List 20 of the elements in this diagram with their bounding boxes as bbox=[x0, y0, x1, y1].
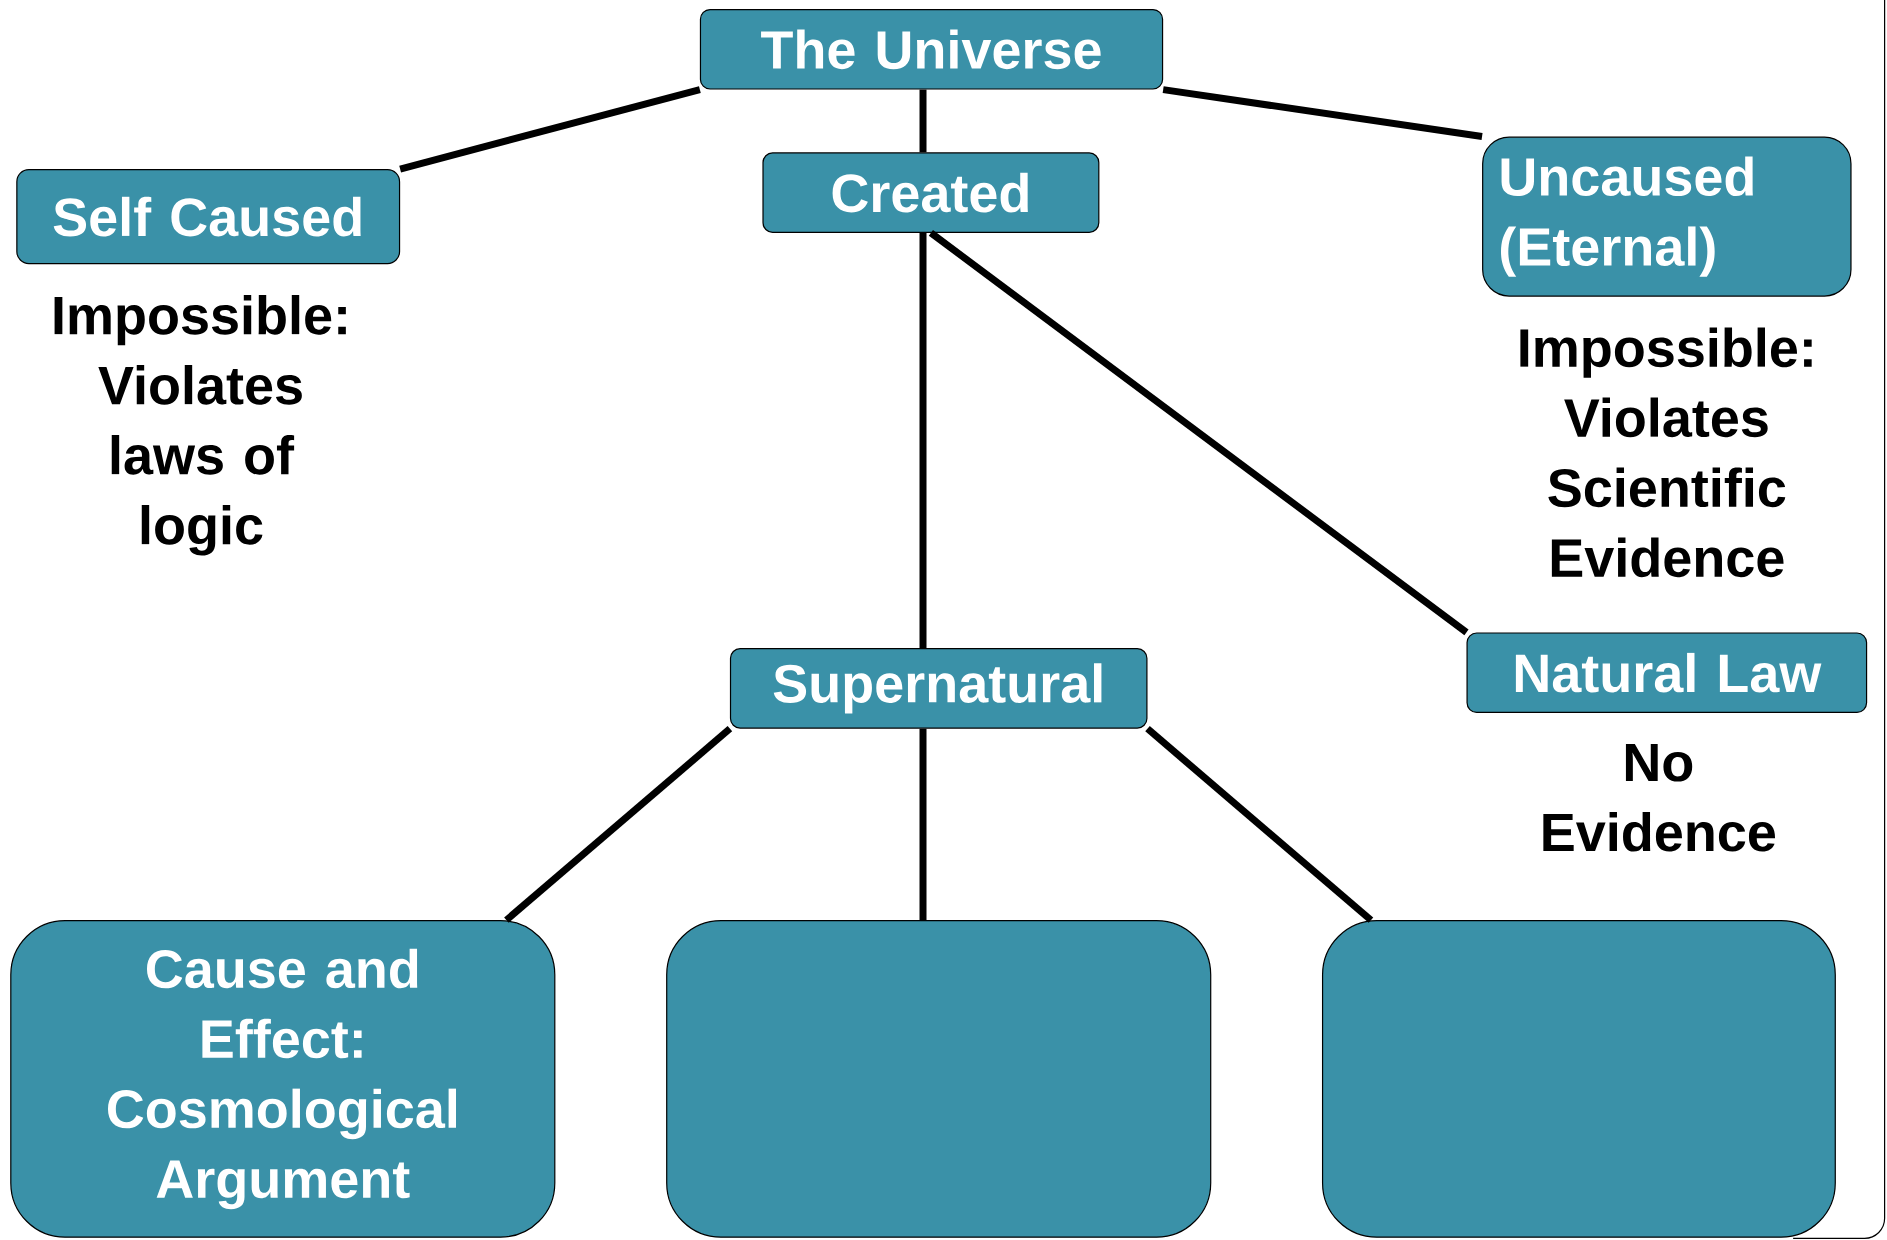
text-box: Created bbox=[762, 152, 1100, 233]
note-text: Impossible: Violates laws of logic bbox=[54, 295, 346, 556]
text-box: Uncaused (Eternal) bbox=[1482, 136, 1852, 297]
text-box: Cause and Effect: Cosmological Argument bbox=[10, 920, 556, 1238]
text-box: Supernatural bbox=[729, 648, 1148, 729]
connector-line bbox=[919, 89, 927, 153]
connector-line bbox=[928, 230, 1469, 636]
note-text: Impossible: Violates Scientific Evidence bbox=[1520, 327, 1812, 578]
text-box: Self Caused bbox=[16, 169, 401, 265]
connector-line bbox=[1145, 726, 1374, 923]
connector-line bbox=[1162, 86, 1483, 140]
text-box: Natural Law bbox=[1466, 632, 1868, 713]
connector-line bbox=[919, 232, 927, 649]
empty-box bbox=[1321, 920, 1836, 1238]
connector-line bbox=[919, 728, 927, 921]
text-box: The Universe bbox=[699, 9, 1164, 90]
note-text: No Evidence bbox=[1543, 743, 1776, 852]
empty-box bbox=[666, 920, 1212, 1238]
connector-line bbox=[504, 726, 733, 923]
connector-line bbox=[399, 86, 701, 173]
